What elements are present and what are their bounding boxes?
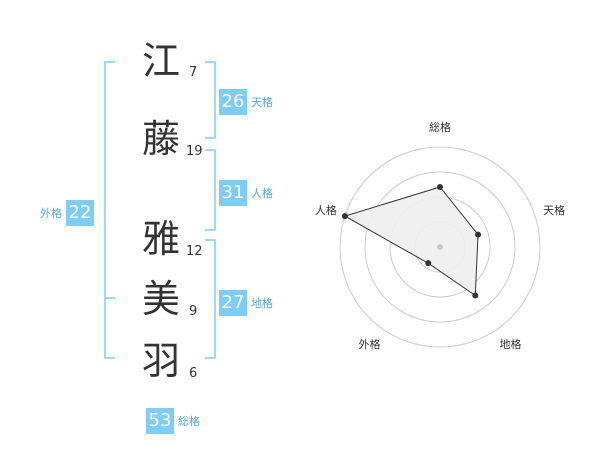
tenkaku-value: 26: [219, 89, 247, 115]
soukaku-label: 総格: [178, 414, 200, 428]
radar-axis-label-1: 総格: [429, 120, 451, 134]
jinkaku-badge: 31 人格: [219, 180, 273, 206]
name-char-4: 美: [142, 277, 181, 321]
radar-axis-label-3: 地格: [500, 337, 522, 351]
stroke-count-3: 12: [186, 244, 203, 259]
radar-point-2: [475, 231, 482, 238]
gaikaku-label: 外格: [40, 206, 62, 220]
tenkaku-bracket: [205, 61, 216, 139]
stroke-count-2: 19: [186, 144, 203, 159]
radar-center-dot: [437, 244, 443, 250]
chikaku-badge: 27 地格: [219, 290, 273, 316]
radar-axis-label-5: 人格: [315, 203, 337, 217]
chikaku-value: 27: [219, 290, 247, 316]
name-char-2: 藤: [142, 117, 181, 161]
stroke-count-1: 7: [189, 65, 198, 80]
gaikaku-value: 22: [66, 200, 94, 226]
radar-point-5: [341, 213, 348, 220]
radar-point-1: [437, 184, 443, 190]
chikaku-bracket: [205, 239, 216, 359]
tenkaku-badge: 26 天格: [219, 89, 273, 115]
soukaku-value: 53: [146, 408, 174, 434]
radar-point-3: [472, 292, 479, 299]
radar-point-4: [425, 260, 432, 267]
tenkaku-label: 天格: [251, 95, 273, 109]
stroke-count-4: 9: [189, 304, 198, 319]
name-char-1: 江: [142, 39, 181, 83]
gaikaku-badge: 外格 22: [40, 200, 94, 226]
radar-ring: [339, 146, 541, 348]
chikaku-label: 地格: [251, 296, 273, 310]
radar-polygon: [343, 186, 479, 297]
jinkaku-bracket: [205, 149, 216, 231]
jinkaku-value: 31: [219, 180, 247, 206]
name-char-3: 雅: [142, 217, 181, 261]
gaikaku-bracket: [104, 61, 115, 359]
jinkaku-label: 人格: [251, 186, 273, 200]
stroke-count-5: 6: [189, 366, 198, 381]
soukaku-badge: 53 総格: [146, 408, 200, 434]
name-char-5: 羽: [142, 339, 181, 383]
radar-axis-label-4: 外格: [359, 337, 381, 351]
radar-axis-label-2: 天格: [543, 203, 565, 217]
radar-ring: [364, 171, 516, 323]
